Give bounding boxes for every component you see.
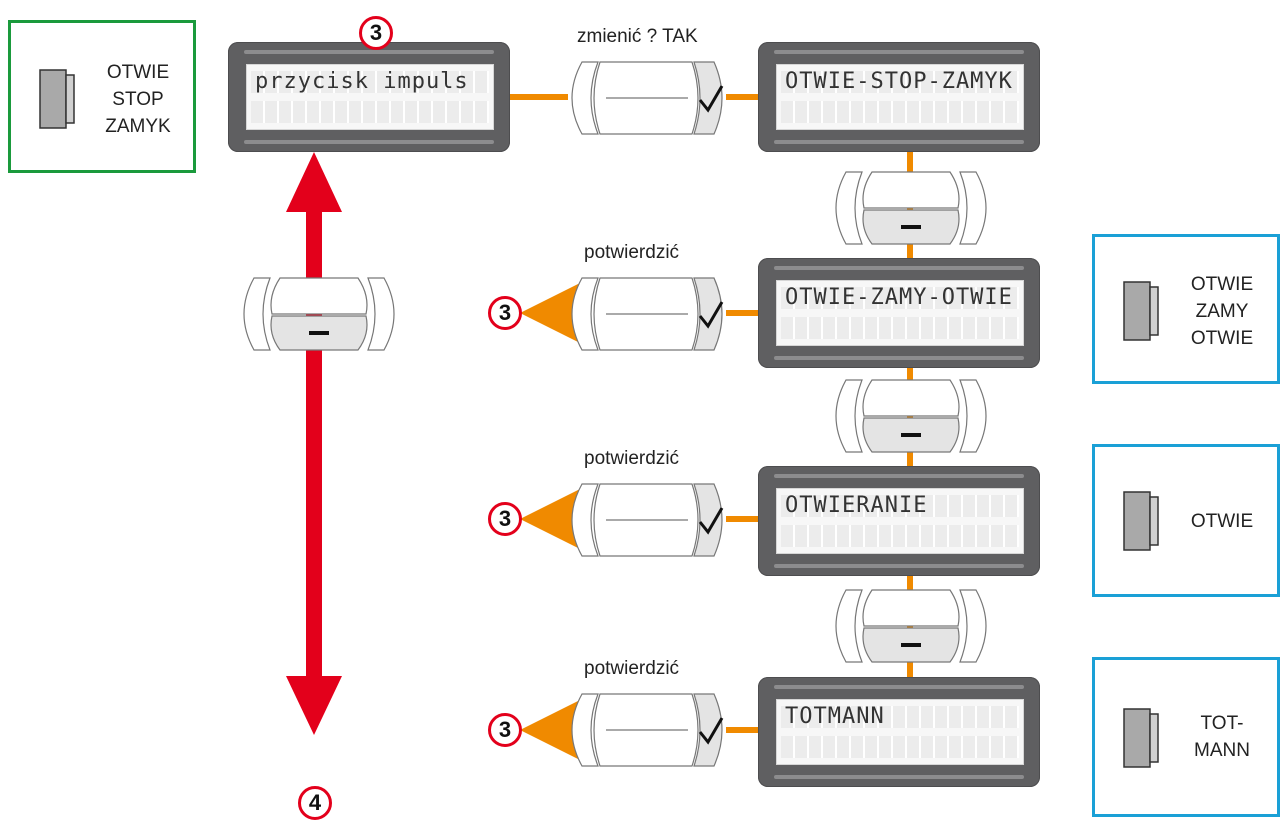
confirm-button-2[interactable]	[562, 482, 732, 558]
lcd-start-text: przycisk impuls	[255, 69, 469, 94]
lcd-option-4-text: TOTMANN	[785, 704, 885, 729]
check-icon	[698, 717, 724, 745]
check-icon	[698, 301, 724, 329]
confirm-button-3[interactable]	[562, 692, 732, 768]
pushbutton-device-icon	[1123, 491, 1159, 551]
lcd-option-1: OTWIE-STOP-ZAMYK	[758, 42, 1040, 152]
check-icon	[698, 507, 724, 535]
mode-box-2-line-2: ZAMY	[1195, 301, 1249, 322]
back-badge-2: 3	[488, 502, 522, 536]
step-badge-bottom: 4	[298, 786, 332, 820]
lcd-option-4: TOTMANN	[758, 677, 1040, 787]
back-badge-3: 3	[488, 713, 522, 747]
lcd-start: przycisk impuls	[228, 42, 510, 152]
mode-box-2-line-1: OTWIE	[1190, 274, 1254, 295]
mode-box-3-line-1: OTWIE	[1190, 511, 1254, 532]
mode-box-3: OTWIE	[1092, 444, 1280, 597]
mode-box-4: TOT- MANN	[1092, 657, 1280, 817]
down-button-1[interactable]	[826, 170, 996, 246]
lcd-option-3-text: OTWIERANIE	[785, 493, 928, 518]
confirm-button-1[interactable]	[562, 276, 732, 352]
back-badge-1: 3	[488, 296, 522, 330]
label-confirm-2: potwierdzić	[584, 448, 680, 469]
current-mode-line-2: STOP	[112, 89, 164, 110]
lcd-option-2: OTWIE-ZAMY-OTWIE	[758, 258, 1040, 368]
mode-box-2: OTWIE ZAMY OTWIE	[1092, 234, 1280, 384]
minus-icon	[901, 643, 921, 647]
lcd-option-1-text: OTWIE-STOP-ZAMYK	[785, 69, 1013, 94]
mode-box-4-line-1: TOT-	[1200, 713, 1244, 734]
step-badge-top: 3	[359, 16, 393, 50]
mode-box-4-line-2: MANN	[1194, 740, 1250, 761]
down-button-3[interactable]	[826, 588, 996, 664]
minus-icon	[901, 225, 921, 229]
big-double-arrow	[286, 152, 342, 735]
label-change-yes: zmienić ? TAK	[577, 26, 698, 47]
down-button-left[interactable]	[234, 276, 404, 352]
lcd-option-2-text: OTWIE-ZAMY-OTWIE	[785, 285, 1013, 310]
pushbutton-device-icon	[39, 69, 75, 129]
label-confirm-3: potwierdzić	[584, 658, 680, 679]
confirm-button-top[interactable]	[562, 60, 732, 136]
pushbutton-device-icon	[1123, 281, 1159, 341]
pushbutton-device-icon	[1123, 708, 1159, 768]
minus-icon	[901, 433, 921, 437]
minus-icon	[309, 331, 329, 335]
check-icon	[698, 85, 724, 113]
current-mode-box: OTWIE STOP ZAMYK	[8, 20, 196, 173]
current-mode-line-1: OTWIE	[106, 62, 170, 83]
down-button-2[interactable]	[826, 378, 996, 454]
lcd-option-3: OTWIERANIE	[758, 466, 1040, 576]
label-confirm-1: potwierdzić	[584, 242, 680, 263]
mode-box-2-line-3: OTWIE	[1190, 328, 1254, 349]
current-mode-line-3: ZAMYK	[105, 116, 171, 137]
